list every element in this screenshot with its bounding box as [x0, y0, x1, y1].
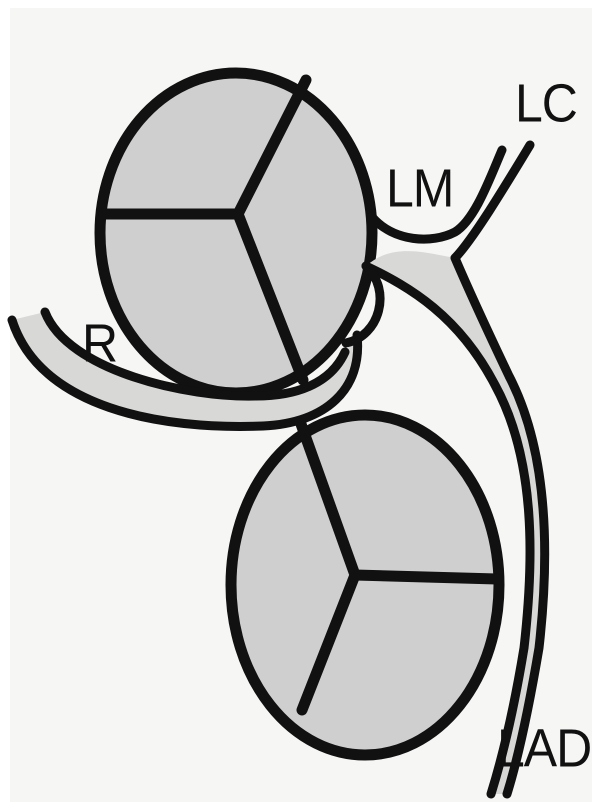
- lower-valve-disk: [231, 415, 499, 755]
- upper-valve-disk: [100, 73, 372, 393]
- label-lc: LC: [515, 74, 577, 134]
- lower-valve: [231, 415, 499, 755]
- label-lm: LM: [386, 159, 453, 219]
- label-r: R: [82, 314, 117, 374]
- upper-valve: [100, 73, 372, 393]
- label-lad: LAD: [497, 719, 591, 779]
